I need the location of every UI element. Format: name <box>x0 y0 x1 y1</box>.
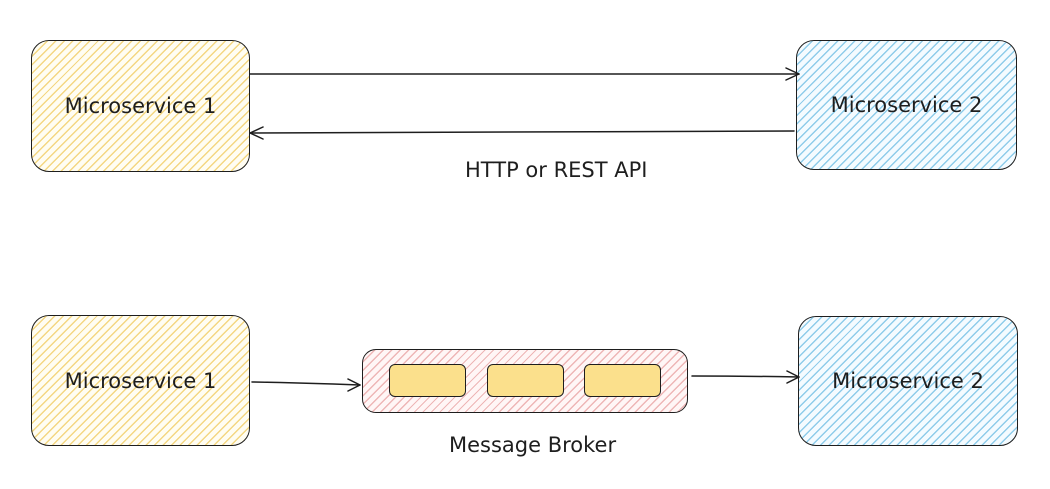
response-arrowhead <box>249 126 264 140</box>
bottom-microservice-2-node: Microservice 2 <box>798 316 1018 446</box>
request-arrowhead <box>785 67 800 81</box>
publish-arrow <box>251 381 361 386</box>
response-arrow <box>249 130 795 134</box>
top-microservice-1-node: Microservice 1 <box>31 40 250 172</box>
bottom-microservice-1-node: Microservice 1 <box>31 315 250 446</box>
top-microservice-2-label: Microservice 2 <box>830 93 983 117</box>
top-microservice-1-label: Microservice 1 <box>64 94 217 118</box>
top-microservice-2-node: Microservice 2 <box>796 40 1017 170</box>
consume-arrow <box>691 375 800 378</box>
consume-arrowhead <box>786 370 800 384</box>
queue-message-slot-1 <box>389 364 466 397</box>
message-broker-node <box>362 349 688 413</box>
request-arrow <box>249 72 800 75</box>
queue-message-slot-3 <box>584 364 661 397</box>
http-rest-api-label: HTTP or REST API <box>465 158 648 182</box>
bottom-microservice-1-label: Microservice 1 <box>64 368 217 393</box>
publish-arrowhead <box>347 378 361 392</box>
queue-message-slot-2 <box>487 364 564 397</box>
bottom-microservice-2-label: Microservice 2 <box>832 369 984 393</box>
message-broker-label: Message Broker <box>449 433 617 457</box>
